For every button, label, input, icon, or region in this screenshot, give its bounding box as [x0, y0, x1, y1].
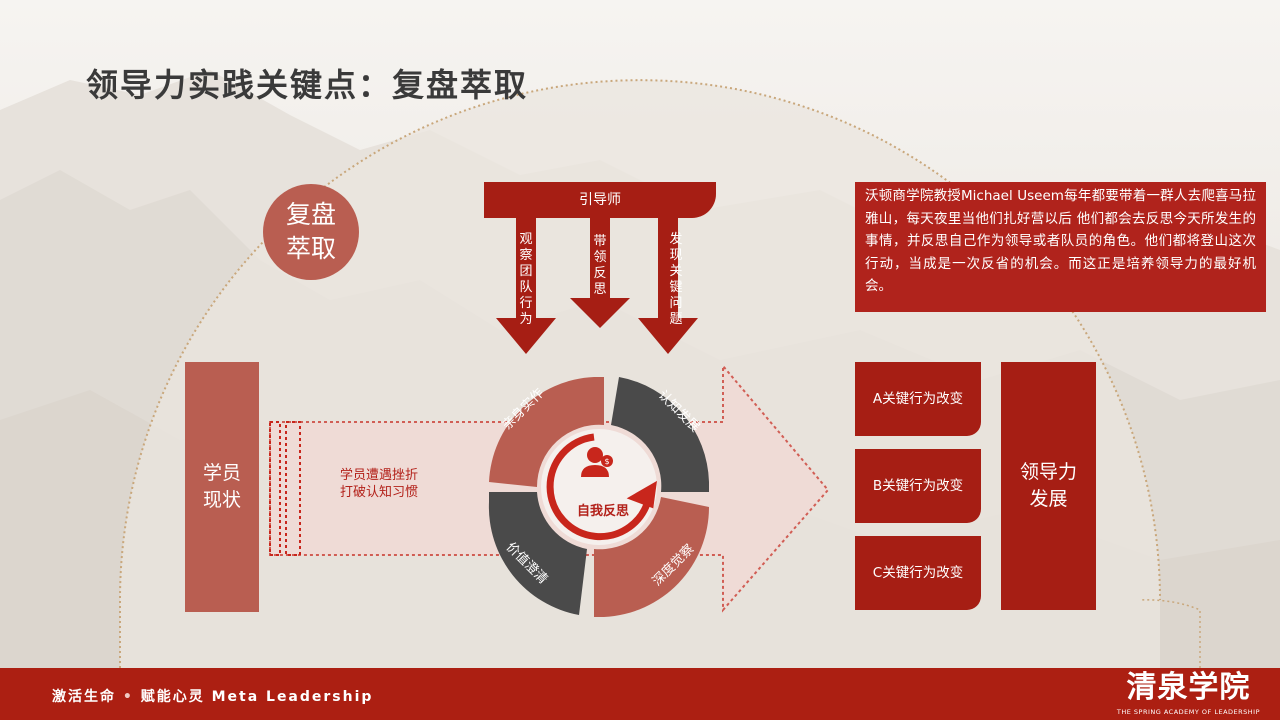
arrow-label-discover: 发现关键问题 — [669, 232, 683, 327]
student-line-1: 学员 — [202, 462, 241, 484]
arrow-lead — [570, 218, 630, 328]
challenge-line-2: 打破认知习惯 — [339, 485, 418, 500]
arrow-discover — [638, 218, 698, 354]
self-reflection-label: 自我反思 — [576, 504, 629, 519]
segment-hands-on — [489, 377, 604, 487]
footer-bar: 激活生命 • 赋能心灵 Meta Leadership 清泉学院 THE SPR… — [0, 668, 1280, 720]
cycle-ring: $ 亲身实作 认知发展 深度觉察 价值澄清 — [488, 377, 710, 617]
slogan-part-2: 赋能心灵 Meta Leadership — [140, 689, 374, 705]
mentor-bar: 引导师 — [484, 182, 716, 218]
page-title: 领导力实践关键点：复盘萃取 — [86, 66, 529, 104]
leader-line-2: 发展 — [1029, 488, 1068, 510]
mentor-arrows — [496, 218, 698, 354]
student-line-2: 现状 — [202, 489, 241, 511]
person-icon: $ — [581, 447, 613, 477]
badge-line-2: 萃取 — [285, 234, 336, 263]
review-badge: 复盘 萃取 — [263, 184, 359, 280]
slogan-part-1: 激活生命 — [52, 689, 116, 705]
challenge-text: 学员遭遇挫折 打破认知习惯 — [320, 467, 438, 501]
change-b-box: B关键行为改变 — [855, 449, 981, 523]
segment-cognitive — [611, 377, 709, 492]
brand-subtitle: THE SPRING ACADEMY OF LEADERSHIP — [1116, 708, 1260, 716]
leader-line-1: 领导力 — [1019, 461, 1077, 483]
challenge-line-1: 学员遭遇挫折 — [339, 468, 418, 483]
segment-awareness — [594, 497, 710, 617]
brand-logo: 清泉学院 THE SPRING ACADEMY OF LEADERSHIP — [1117, 669, 1260, 717]
arrow-observe — [496, 218, 556, 354]
segment-values — [488, 492, 587, 615]
brand-name: 清泉学院 — [1126, 670, 1251, 705]
badge-line-1: 复盘 — [285, 200, 336, 229]
arrow-label-observe: 观察团队行为 — [519, 232, 533, 327]
footer-slogan: 激活生命 • 赋能心灵 Meta Leadership — [52, 686, 373, 706]
change-a-box: A关键行为改变 — [855, 362, 981, 436]
info-text-box: 沃顿商学院教授Michael Useem每年都要带着一群人去爬喜马拉雅山，每天夜… — [855, 182, 1266, 312]
student-status-box: 学员 现状 — [185, 362, 259, 612]
leadership-development-box: 领导力 发展 — [1001, 362, 1096, 610]
slogan-separator: • — [122, 689, 134, 705]
arrow-label-lead: 带领反思 — [593, 234, 607, 297]
svg-text:$: $ — [604, 457, 609, 466]
change-c-box: C关键行为改变 — [855, 536, 981, 610]
